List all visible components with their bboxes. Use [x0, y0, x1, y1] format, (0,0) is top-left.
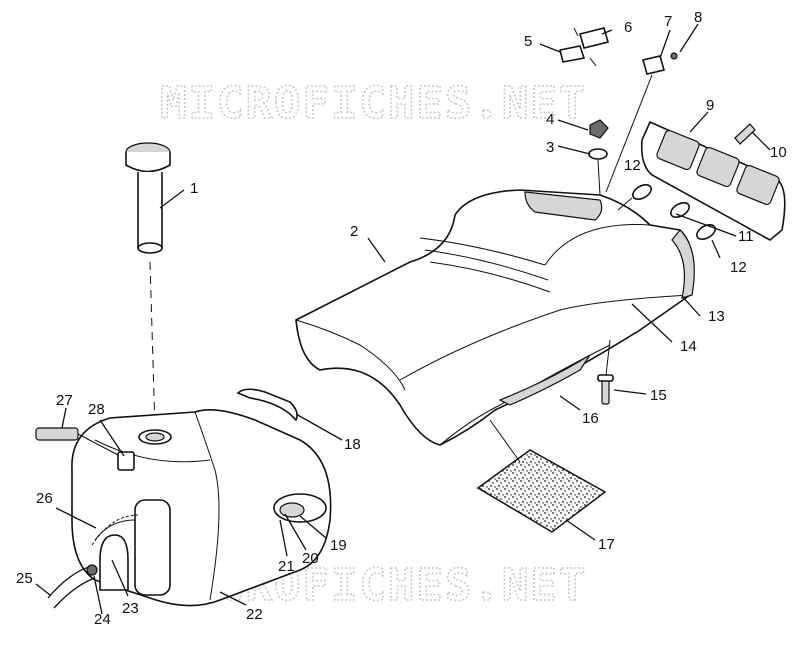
callout-23: 23	[122, 600, 139, 617]
filler-neck-part	[125, 142, 171, 431]
callout-21: 21	[278, 558, 295, 575]
callout-19: 19	[330, 537, 347, 554]
callout-13: 13	[708, 308, 725, 325]
callout-28: 28	[88, 401, 105, 418]
callout-12-bottom: 12	[730, 259, 747, 276]
callout-2: 2	[350, 223, 358, 240]
callout-4: 4	[546, 111, 554, 128]
callout-20: 20	[302, 550, 319, 567]
callout-3: 3	[546, 139, 554, 156]
tank-strap-part	[236, 388, 298, 422]
callout-27: 27	[56, 392, 73, 409]
callout-labels: 1 2 3 4 5 6 7 8 9 10 11 12 12 13 14 15 1…	[16, 9, 787, 628]
callout-5: 5	[524, 33, 532, 50]
callout-8: 8	[694, 9, 702, 26]
callout-18: 18	[344, 436, 361, 453]
watermark-top: MICROFICHES.NET	[160, 78, 587, 129]
bolt-part	[734, 123, 756, 145]
callout-7: 7	[664, 13, 672, 30]
callout-22: 22	[246, 606, 263, 623]
callout-25: 25	[16, 570, 33, 587]
callout-15: 15	[650, 387, 667, 404]
small-plates-part	[559, 27, 678, 193]
handle-frame-part	[640, 120, 786, 241]
vent-line-part	[35, 427, 119, 456]
callout-12-top: 12	[624, 157, 641, 174]
leader-lines	[35, 23, 771, 615]
foam-pad-part	[476, 419, 607, 533]
callout-10: 10	[770, 144, 787, 161]
light-bulbs-part	[617, 183, 716, 241]
callout-17: 17	[598, 536, 615, 553]
callout-6: 6	[624, 19, 632, 36]
callout-26: 26	[36, 490, 53, 507]
seat-part	[295, 189, 695, 446]
callout-14: 14	[680, 338, 697, 355]
callout-24: 24	[94, 611, 111, 628]
screw-part	[597, 339, 614, 405]
callout-1: 1	[190, 180, 198, 197]
callout-11: 11	[738, 228, 754, 245]
callout-16: 16	[582, 410, 599, 427]
hose-part	[47, 564, 98, 609]
fuel-tank-part	[71, 409, 332, 607]
nut-washer-part	[588, 119, 609, 196]
callout-9: 9	[706, 97, 714, 114]
